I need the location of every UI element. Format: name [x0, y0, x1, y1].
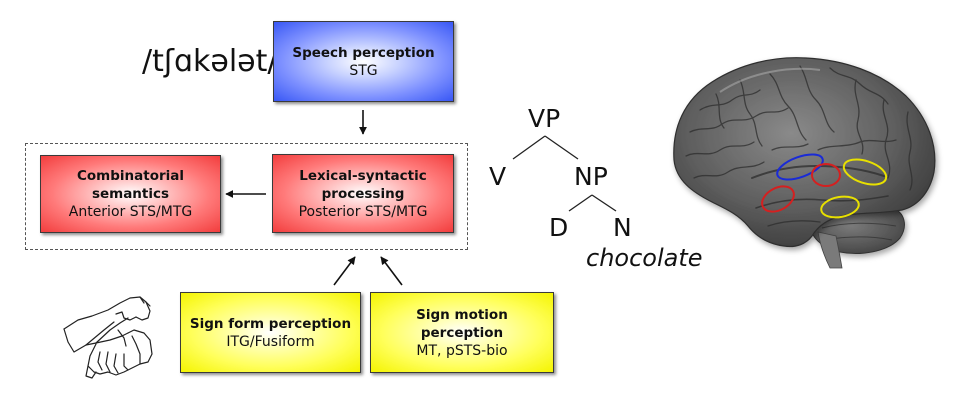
box-title: Lexical-syntactic — [299, 167, 427, 184]
box-region: Anterior STS/MTG — [68, 204, 193, 220]
brain-region-yellow-lower — [820, 195, 860, 219]
branch-np-n — [591, 194, 617, 212]
tree-node-d: D — [549, 213, 569, 242]
brain-region-markers — [761, 153, 888, 219]
speech-perception-box: Speech perception STG — [273, 21, 454, 102]
box-title: semantics — [91, 186, 170, 202]
branch-vp-v — [512, 135, 546, 160]
sign-form-perception-box: Sign form perception ITG/Fusiform — [180, 292, 361, 373]
brain-region-red-posterior — [811, 163, 841, 187]
arrow-signform-to-lexical — [333, 256, 356, 286]
box-title: Sign form perception — [189, 315, 352, 332]
lexical-combinatorial-group-frame — [25, 143, 468, 250]
box-title: perception — [420, 324, 504, 341]
brain-region-red-anterior — [761, 185, 795, 213]
box-title: Speech perception — [292, 44, 435, 61]
box-region: STG — [349, 62, 378, 79]
box-region: Posterior STS/MTG — [298, 203, 428, 220]
box-title: processing — [321, 185, 405, 202]
combinatorial-semantics-box: Combinatorial semantics Anterior STS/MTG — [40, 155, 221, 233]
tree-node-np: NP — [574, 162, 608, 191]
brain-image — [673, 57, 936, 269]
lexical-syntactic-box: Lexical-syntactic processing Posterior S… — [272, 154, 454, 233]
branch-vp-np — [544, 135, 579, 160]
branch-np-d — [568, 194, 593, 212]
brain-region-blue — [776, 153, 824, 181]
syntax-tree-branches — [512, 135, 617, 212]
sign-language-hands-icon — [63, 296, 153, 379]
tree-node-n: N — [613, 213, 632, 242]
box-title: Combinatorial — [76, 168, 184, 184]
phonetic-transcription: /tʃɑkələt/ — [142, 44, 278, 79]
box-title: Sign motion — [416, 306, 508, 323]
tree-node-v: V — [489, 162, 507, 191]
brain-region-yellow-upper — [842, 158, 888, 186]
arrow-signmotion-to-lexical — [380, 256, 403, 286]
box-region: ITG/Fusiform — [226, 333, 315, 350]
sign-motion-perception-box: Sign motion perception MT, pSTS-bio — [370, 292, 554, 373]
brainstem — [817, 231, 843, 269]
box-region: MT, pSTS-bio — [416, 342, 508, 359]
tree-word: chocolate — [586, 244, 703, 272]
tree-node-vp: VP — [528, 104, 561, 133]
